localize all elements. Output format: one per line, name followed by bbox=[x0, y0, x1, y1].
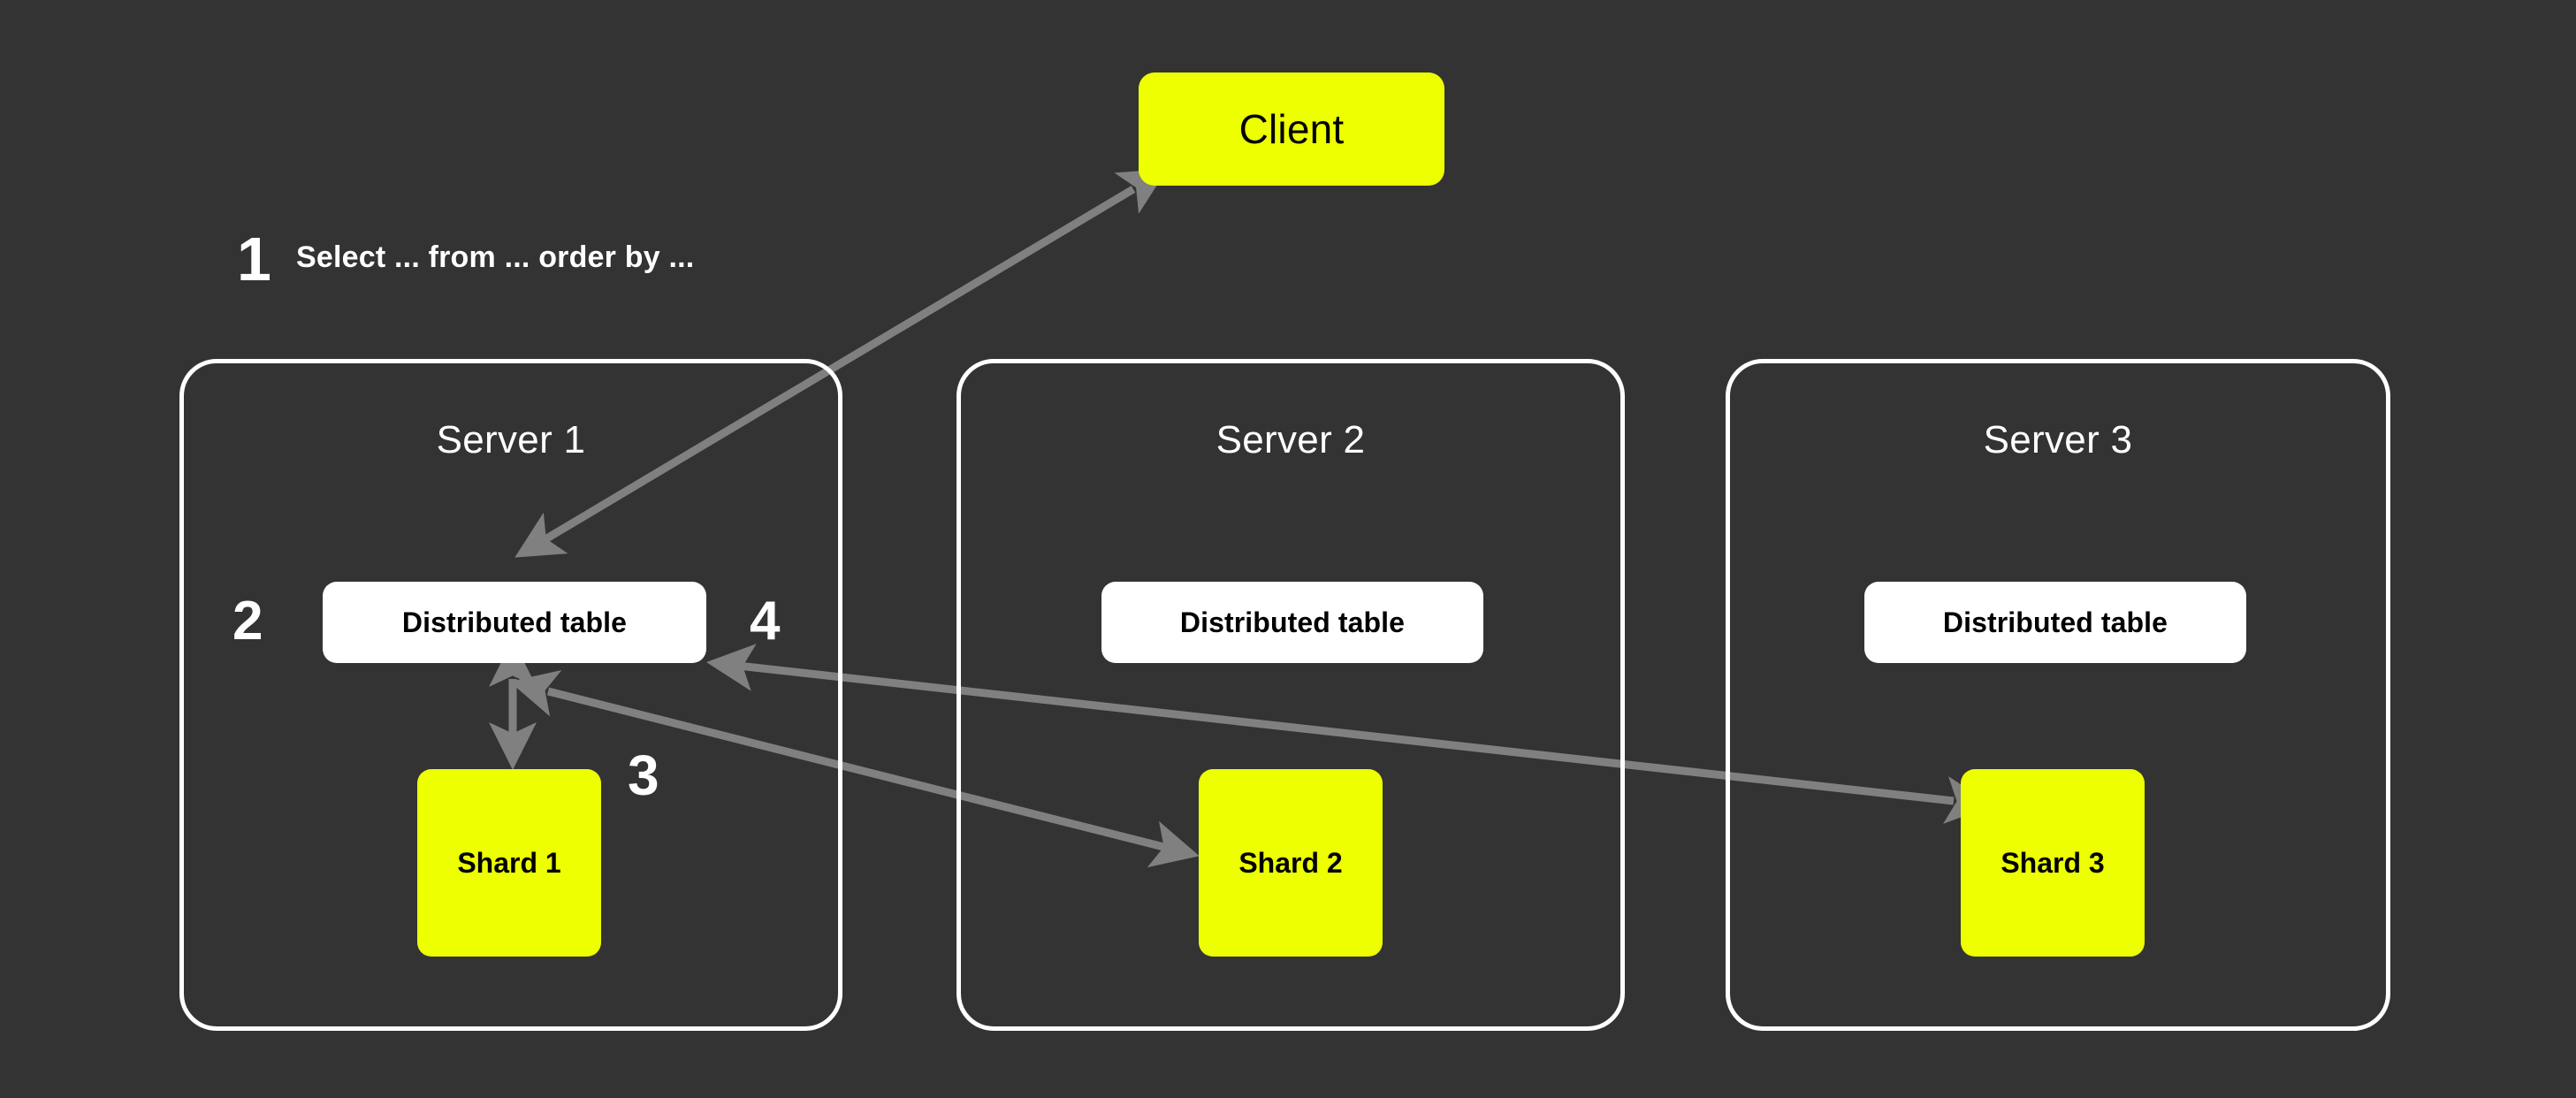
step-number-1: 1 bbox=[237, 225, 271, 294]
server-title-2: Server 2 bbox=[1216, 418, 1366, 461]
distributed-table-server-1[interactable]: Distributed table bbox=[323, 582, 706, 663]
step-number-3: 3 bbox=[628, 743, 659, 807]
client-node[interactable]: Client bbox=[1139, 72, 1444, 186]
server-panel-2: Server 2 bbox=[956, 359, 1625, 1031]
step-label-query: Select ... from ... order by ... bbox=[296, 240, 695, 274]
step-number-2: 2 bbox=[232, 591, 263, 652]
step-number-4: 4 bbox=[750, 591, 781, 652]
shard-node-3[interactable]: Shard 3 bbox=[1961, 769, 2145, 957]
distributed-table-server-3[interactable]: Distributed table bbox=[1864, 582, 2246, 663]
shard-node-2[interactable]: Shard 2 bbox=[1199, 769, 1383, 957]
server-title-1: Server 1 bbox=[436, 418, 586, 461]
server-panel-3: Server 3 bbox=[1726, 359, 2390, 1031]
shard-node-1[interactable]: Shard 1 bbox=[417, 769, 601, 957]
distributed-table-server-2[interactable]: Distributed table bbox=[1101, 582, 1483, 663]
server-title-3: Server 3 bbox=[1983, 418, 2133, 461]
server-panel-1: Server 1 bbox=[179, 359, 842, 1031]
